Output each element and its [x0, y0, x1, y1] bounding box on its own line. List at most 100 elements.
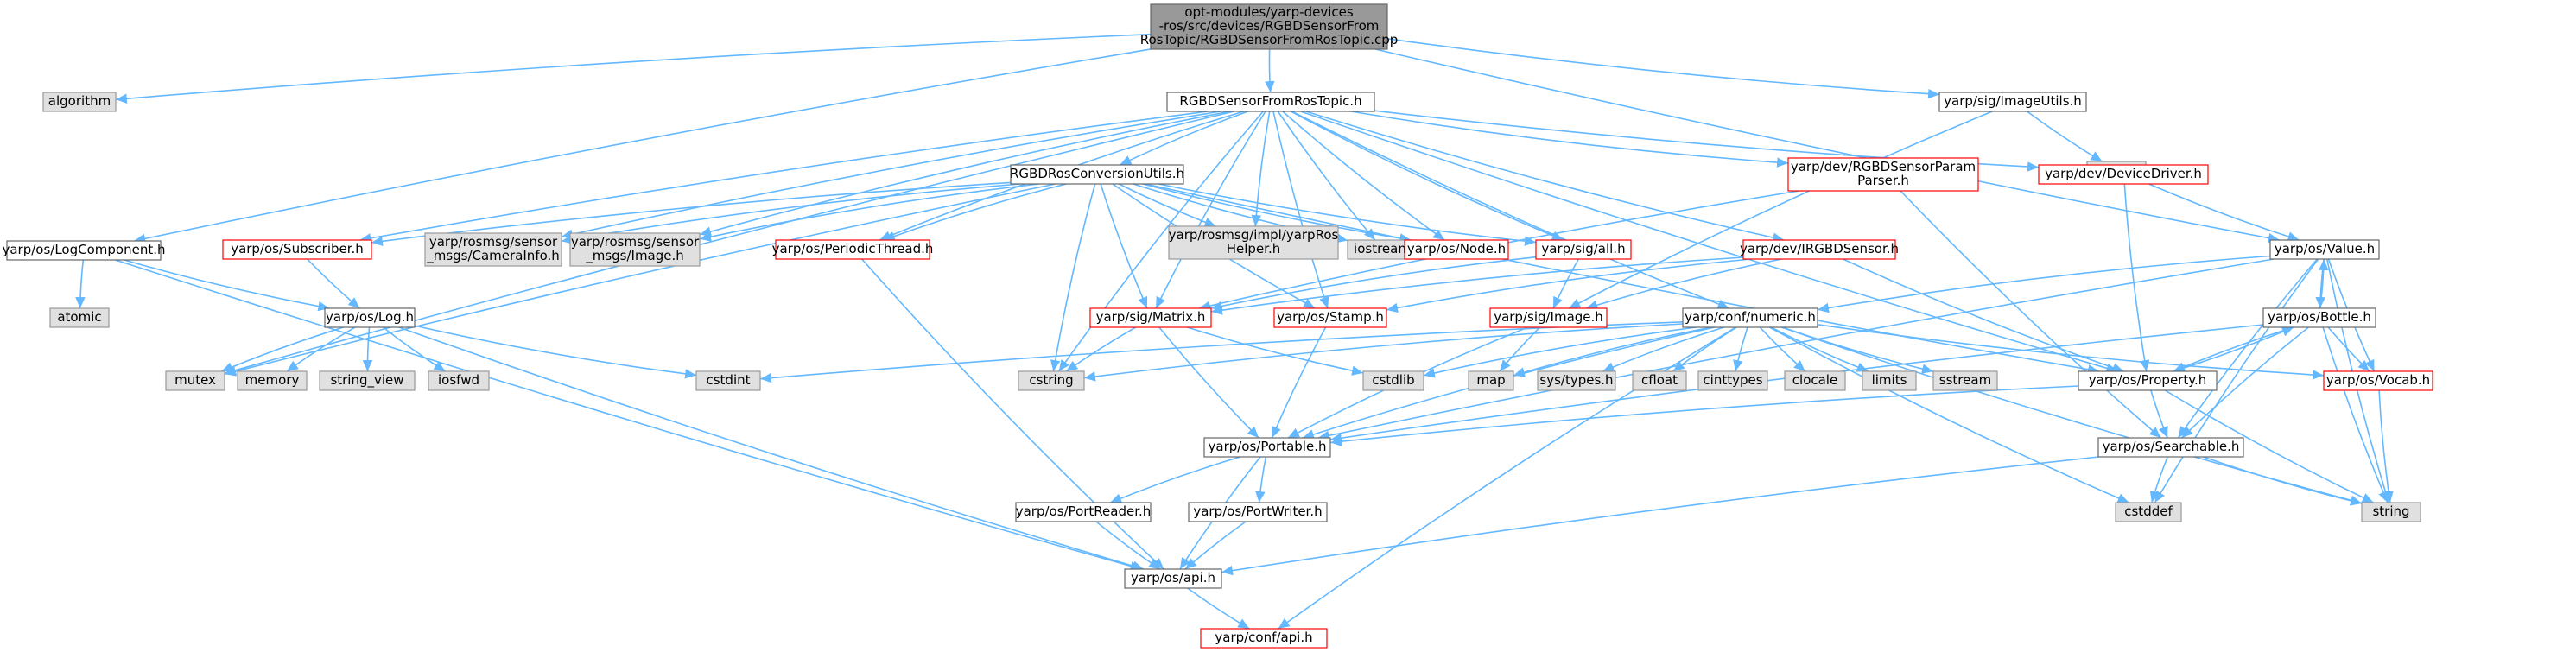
- node-numeric-label-line-0: yarp/conf/numeric.h: [1685, 309, 1816, 325]
- edge-rgbdconv-to-property: [1145, 183, 2100, 375]
- edge-portable-to-portwriter: [1255, 456, 1267, 503]
- node-camerainfo: yarp/rosmsg/sensor_msgs/CameraInfo.h: [424, 232, 562, 267]
- node-rgbdsrt-label-line-0: RGBDSensorFromRosTopic.h: [1179, 93, 1361, 109]
- node-searchable[interactable]: yarp/os/Searchable.h: [2097, 437, 2244, 458]
- node-portwriter-box: [1188, 502, 1328, 522]
- edge-rgbdsrt-to-camerainfo: [561, 111, 1221, 239]
- node-cinttypes-label-line-0: cinttypes: [1703, 372, 1762, 388]
- node-algorithm: algorithm: [42, 92, 117, 112]
- edge-numeric-to-cinttypes: [1733, 326, 1748, 372]
- node-logcomponent-box: [6, 240, 162, 261]
- node-numeric[interactable]: yarp/conf/numeric.h: [1682, 307, 1818, 328]
- edge-log-to-mutex: [221, 326, 344, 372]
- node-vocab-box: [2323, 370, 2433, 391]
- node-sstream: sstream: [1932, 370, 1998, 391]
- node-rosimage-label-line-0: yarp/rosmsg/sensor: [571, 234, 700, 250]
- node-logcomponent-label-line-0: yarp/os/LogComponent.h: [2, 242, 165, 257]
- node-matrix-label-line-0: yarp/sig/Matrix.h: [1096, 309, 1206, 325]
- edge-rgbdsrt-to-rosimage: [699, 111, 1230, 237]
- edge-vocab-to-string: [2378, 389, 2394, 503]
- node-imageutils-box: [1938, 92, 2087, 112]
- node-sstream-box: [1932, 370, 1998, 391]
- node-rgbdconv[interactable]: RGBDRosConversionUtils.h: [1010, 164, 1184, 185]
- node-cstdlib-label-line-0: cstdlib: [1372, 372, 1414, 388]
- node-sigall[interactable]: yarp/sig/all.h: [1535, 239, 1632, 260]
- node-stamp[interactable]: yarp/os/Stamp.h: [1273, 307, 1387, 328]
- edge-bottle-to-string: [2322, 326, 2389, 503]
- node-cstddef-label-line-0: cstddef: [2124, 503, 2173, 519]
- node-portable[interactable]: yarp/os/Portable.h: [1203, 437, 1331, 458]
- node-property[interactable]: yarp/os/Property.h: [2078, 370, 2218, 391]
- node-api[interactable]: yarp/os/api.h: [1124, 568, 1222, 589]
- node-portreader[interactable]: yarp/os/PortReader.h: [1015, 502, 1152, 522]
- node-cstdlib: cstdlib: [1362, 370, 1424, 391]
- node-cinttypes-box: [1697, 370, 1768, 391]
- node-rgbdsrt[interactable]: RGBDSensorFromRosTopic.h: [1166, 92, 1375, 112]
- node-atomic-box: [49, 307, 110, 328]
- node-imageutils[interactable]: yarp/sig/ImageUtils.h: [1938, 92, 2087, 112]
- node-clocale-label-line-0: clocale: [1792, 372, 1837, 388]
- node-rgbdconv-label-line-0: RGBDRosConversionUtils.h: [1010, 166, 1184, 181]
- node-mutex-box: [165, 370, 225, 391]
- node-api-label-line-0: yarp/os/api.h: [1131, 570, 1215, 586]
- node-stamp-box: [1273, 307, 1387, 328]
- edge-numeric-to-cstring: [1083, 323, 1684, 382]
- node-logcomponent[interactable]: yarp/os/LogComponent.h: [2, 240, 166, 261]
- node-rosimage-box: [569, 232, 701, 267]
- node-devicedriver[interactable]: yarp/dev/DeviceDriver.h: [2038, 164, 2209, 185]
- node-numeric-box: [1682, 307, 1818, 328]
- node-rgbdsrt-box: [1166, 92, 1375, 112]
- edge-root-to-algorithm: [115, 33, 1152, 104]
- node-cfloat-box: [1632, 370, 1687, 391]
- node-vocab[interactable]: yarp/os/Vocab.h: [2323, 370, 2433, 391]
- edge-numeric-to-sstream: [1782, 326, 1934, 374]
- edge-devicedriver-to-property: [2123, 183, 2150, 372]
- edge-root-to-imageutils: [1386, 38, 1940, 99]
- include-edges: [75, 33, 2394, 630]
- node-node[interactable]: yarp/os/Node.h: [1404, 239, 1509, 260]
- node-devicedriver-box: [2038, 164, 2209, 185]
- edge-root-to-rgbdsrt: [1265, 48, 1275, 93]
- node-limits-box: [1862, 370, 1917, 391]
- node-cstring-label-line-0: cstring: [1029, 372, 1073, 388]
- edge-rgbdsrt-to-rgbdconv: [1119, 111, 1248, 166]
- node-portwriter[interactable]: yarp/os/PortWriter.h: [1188, 502, 1328, 522]
- edge-matrix-to-cstring: [1065, 326, 1137, 372]
- edge-portable-to-portreader: [1109, 456, 1241, 503]
- node-property-label-line-0: yarp/os/Property.h: [2089, 372, 2206, 388]
- node-log[interactable]: yarp/os/Log.h: [324, 307, 416, 328]
- node-cstdint-box: [695, 370, 761, 391]
- node-matrix-box: [1089, 307, 1212, 328]
- node-camerainfo-label-line-1: _msgs/CameraInfo.h: [426, 248, 560, 264]
- node-value[interactable]: yarp/os/Value.h: [2269, 239, 2380, 260]
- node-periodicthread[interactable]: yarp/os/PeriodicThread.h: [772, 239, 934, 260]
- node-iostream: iostream: [1347, 239, 1418, 260]
- edge-value-to-cstddef: [2154, 258, 2319, 503]
- edge-matrix-to-cstdlib: [1187, 326, 1364, 376]
- node-systypes: sys/types.h: [1537, 370, 1616, 391]
- edge-root-to-logcomponent: [134, 48, 1152, 244]
- edge-paramparser-to-searchable: [1900, 190, 2161, 439]
- edge-rgbdsrt-to-mutex: [224, 111, 1234, 376]
- node-map: map: [1468, 370, 1514, 391]
- node-sigall-label-line-0: yarp/sig/all.h: [1541, 241, 1625, 256]
- edge-numeric-to-cstddef: [1769, 326, 2129, 503]
- node-irgbdsensor[interactable]: yarp/dev/IRGBDSensor.h: [1740, 239, 1899, 260]
- edge-devicedriver-to-value: [2148, 183, 2300, 242]
- edge-rgbdsrt-to-subscriber: [359, 111, 1209, 244]
- node-mutex: mutex: [165, 370, 225, 391]
- edge-property-to-searchable: [2150, 389, 2168, 439]
- node-subscriber[interactable]: yarp/os/Subscriber.h: [222, 239, 372, 260]
- node-matrix[interactable]: yarp/sig/Matrix.h: [1089, 307, 1212, 328]
- edge-irgbdsensor-to-matrix: [1210, 256, 1744, 315]
- node-bottle[interactable]: yarp/os/Bottle.h: [2262, 307, 2376, 328]
- edge-bottle-to-property: [2173, 326, 2294, 372]
- node-rgbdconv-box: [1010, 164, 1184, 185]
- edge-api-to-confapi: [1187, 587, 1250, 630]
- node-sigimage[interactable]: yarp/sig/Image.h: [1489, 307, 1608, 328]
- edge-sigall-to-matrix: [1210, 256, 1537, 312]
- node-algorithm-box: [42, 92, 117, 112]
- node-confapi[interactable]: yarp/conf/api.h: [1200, 628, 1328, 649]
- edge-rgbdsrt-to-irgbdsensor: [1305, 111, 1785, 243]
